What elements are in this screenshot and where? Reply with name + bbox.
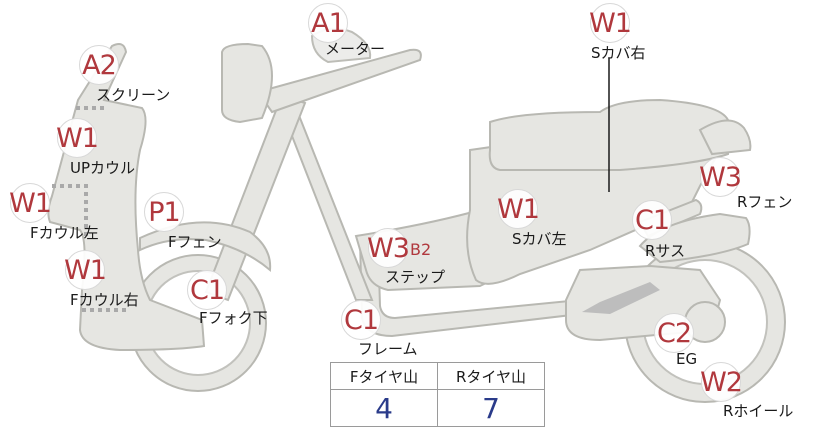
label-r-suspension: Rサス (645, 242, 686, 260)
code-c1: C1 (634, 204, 670, 236)
frame-main-tube (283, 117, 374, 301)
steering-column (204, 93, 307, 302)
code-p1: P1 (148, 196, 180, 228)
label-f-fork-lower: Fフォク下 (199, 309, 268, 327)
code-c2: C2 (656, 317, 692, 349)
label-f-cowl-left: Fカウル左 (30, 224, 99, 242)
tire-tread-table: Fタイヤ山 Rタイヤ山 4 7 (330, 362, 545, 427)
handlebar (256, 48, 422, 114)
label-r-wheel: Rホイール (723, 402, 794, 420)
marker-w1-s-cover-left: W1 (497, 189, 540, 229)
label-frame: フレーム (358, 340, 418, 358)
marker-w1-up-cowl: W1 (56, 118, 99, 158)
code-w3: W3 (367, 232, 410, 264)
code-b2: B2 (410, 240, 432, 259)
code-w3: W3 (699, 161, 742, 193)
code-w1: W1 (56, 122, 99, 154)
marker-w1-f-cowl-right: W1 (64, 250, 107, 290)
rear-fender-tail (698, 119, 752, 156)
headlight (221, 42, 273, 124)
label-up-cowl: UPカウル (70, 159, 136, 177)
marker-c2-engine: C2 (654, 313, 694, 353)
code-w1: W1 (9, 187, 52, 219)
marker-w1-s-cover-right: W1 (589, 3, 632, 43)
marker-c1-r-suspension: C1 (632, 200, 672, 240)
label-step: ステップ (385, 268, 446, 286)
label-r-fender: Rフェン (737, 193, 793, 211)
marker-w2-r-wheel: W2 (700, 362, 743, 402)
value-f-tire-tread: 4 (330, 389, 438, 427)
marker-w3-r-fender: W3 (699, 157, 742, 197)
code-a1: A1 (311, 7, 346, 39)
code-w2: W2 (700, 366, 743, 398)
code-c1: C1 (343, 304, 379, 336)
front-fender (139, 221, 272, 273)
code-a2: A2 (82, 49, 117, 81)
label-f-cowl-right: Fカウル右 (70, 291, 139, 309)
label-f-fender: Fフェン (168, 233, 222, 251)
code-w1: W1 (589, 7, 632, 39)
label-screen: スクリーン (96, 86, 171, 104)
value-r-tire-tread: 7 (437, 389, 545, 427)
marker-w3-step: W3 (367, 228, 410, 268)
label-engine: EG (676, 350, 698, 368)
marker-p1-f-fender: P1 (144, 192, 184, 232)
engine-cover (582, 282, 660, 314)
code-c1: C1 (189, 274, 225, 306)
cowl-seam-mid (52, 184, 88, 240)
marker-c1-frame: C1 (341, 300, 381, 340)
label-s-cover-left: Sカバ左 (512, 230, 567, 248)
marker-c1-f-fork-lower: C1 (187, 270, 227, 310)
label-s-cover-right: Sカバ右 (591, 44, 646, 62)
label-meter: メーター (325, 40, 386, 58)
code-w1: W1 (497, 193, 540, 225)
code-w1: W1 (64, 254, 107, 286)
marker-a1-meter: A1 (308, 3, 348, 43)
marker-a2-screen: A2 (79, 45, 119, 85)
header-r-tire-tread: Rタイヤ山 (437, 362, 545, 390)
marker-w1-f-cowl-left: W1 (9, 183, 52, 223)
header-f-tire-tread: Fタイヤ山 (330, 362, 438, 390)
